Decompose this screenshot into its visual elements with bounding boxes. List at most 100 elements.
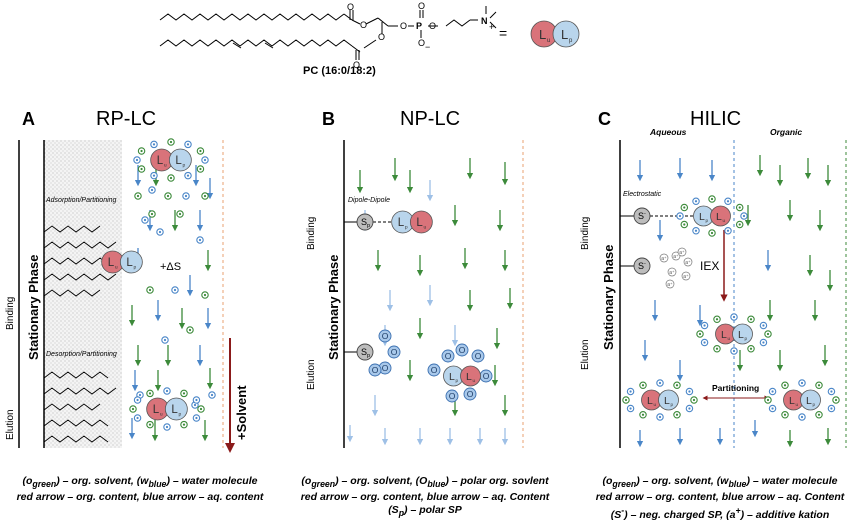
stationary-phase-region bbox=[44, 140, 122, 448]
water-molecule bbox=[692, 197, 700, 206]
svg-text:a⁺: a⁺ bbox=[667, 282, 673, 288]
aqueous-label: Aqueous bbox=[649, 127, 687, 137]
solvent-label: +Solvent bbox=[234, 385, 249, 440]
water-molecule bbox=[192, 396, 201, 404]
svg-text:L: L bbox=[466, 371, 472, 383]
water-molecule bbox=[163, 387, 171, 395]
water-molecule bbox=[192, 414, 201, 422]
polar-org-solvent-molecule: O bbox=[455, 343, 469, 357]
caption-a-line-2: red arrow – org. content, blue arrow – a… bbox=[16, 491, 264, 504]
svg-text:N: N bbox=[481, 16, 488, 26]
dipole-dipole-label: Dipole-Dipole bbox=[348, 197, 390, 204]
org-solvent-molecule bbox=[708, 229, 716, 237]
polar-org-solvent-molecule: O bbox=[441, 349, 455, 363]
svg-text:L: L bbox=[171, 404, 178, 416]
water-molecule bbox=[184, 171, 192, 180]
org-solvent-molecule bbox=[673, 381, 681, 390]
stationary-phase-label-c: Stationary Phase bbox=[601, 245, 616, 351]
water-molecule bbox=[133, 396, 142, 404]
water-molecule bbox=[141, 216, 149, 224]
panel-letter-a: A bbox=[22, 109, 35, 129]
svg-text:L: L bbox=[416, 217, 423, 229]
svg-text:L: L bbox=[175, 155, 182, 167]
equals-sign: = bbox=[499, 25, 507, 41]
svg-text:O: O bbox=[449, 391, 456, 401]
svg-text:p: p bbox=[179, 413, 182, 418]
svg-text:L: L bbox=[153, 404, 160, 416]
additive-kation: a⁺ bbox=[683, 257, 693, 267]
palmitoyl-chain bbox=[159, 13, 345, 21]
svg-text:L: L bbox=[664, 395, 670, 407]
svg-text:p: p bbox=[745, 336, 748, 341]
svg-text:-: - bbox=[644, 261, 646, 267]
svg-text:O: O bbox=[360, 20, 367, 30]
org-solvent-molecule bbox=[148, 210, 156, 218]
svg-text:u: u bbox=[164, 164, 167, 169]
panel-letter-c: C bbox=[598, 109, 611, 129]
water-molecule bbox=[730, 313, 738, 321]
water-molecule bbox=[184, 140, 192, 149]
water-molecule bbox=[759, 321, 768, 330]
polar-org-solvent-molecule: O bbox=[471, 349, 485, 363]
org-solvent-molecule bbox=[180, 389, 188, 398]
org-solvent-molecule bbox=[713, 315, 721, 324]
svg-text:p: p bbox=[134, 266, 137, 271]
org-solvent-molecule bbox=[201, 291, 209, 299]
polar-org-solvent-molecule: O bbox=[427, 363, 441, 377]
caption-b-line-2: red arrow – org. content, blue arrow – a… bbox=[300, 491, 550, 504]
polar-org-solvent-molecule: O bbox=[378, 329, 392, 343]
mobile-phase-arrows bbox=[128, 155, 834, 448]
svg-text:O: O bbox=[382, 363, 389, 373]
water-molecule bbox=[798, 379, 806, 387]
water-molecule bbox=[768, 387, 777, 396]
svg-text:p: p bbox=[456, 378, 459, 383]
org-solvent-molecule bbox=[176, 210, 184, 218]
svg-text:L: L bbox=[539, 27, 546, 42]
caption-c-line-3: (S-) – neg. charged SP, (a+) – additive … bbox=[610, 505, 830, 521]
svg-text:p: p bbox=[405, 226, 408, 231]
partitioning-label: Partitioning bbox=[712, 383, 759, 393]
elution-label-c: Elution bbox=[580, 339, 591, 370]
svg-text:O: O bbox=[429, 21, 436, 31]
desorption-label: Desorption/Partitioning bbox=[46, 351, 117, 358]
water-molecule bbox=[656, 379, 664, 387]
panel-title-hilic: HILIC bbox=[690, 108, 741, 130]
svg-text:u: u bbox=[115, 266, 118, 271]
adsorption-label: Adsorption/Partitioning bbox=[45, 197, 117, 204]
svg-text:O: O bbox=[353, 60, 360, 70]
svg-text:u: u bbox=[654, 402, 657, 407]
svg-text:a⁺: a⁺ bbox=[683, 274, 689, 280]
svg-text:L: L bbox=[108, 257, 115, 269]
polar-org-solvent-molecule: O bbox=[368, 363, 382, 377]
water-molecule bbox=[798, 413, 806, 421]
water-molecule bbox=[724, 197, 732, 206]
water-molecule bbox=[133, 156, 141, 164]
svg-text:L: L bbox=[126, 257, 133, 269]
svg-text:L: L bbox=[789, 395, 795, 407]
additive-kation: a⁺ bbox=[677, 247, 687, 257]
svg-text:-: - bbox=[644, 211, 646, 217]
water-molecule bbox=[182, 192, 190, 200]
org-solvent-molecule bbox=[815, 410, 823, 419]
svg-text:u: u bbox=[547, 38, 550, 44]
svg-text:O: O bbox=[378, 32, 385, 42]
org-solvent-molecule bbox=[747, 344, 755, 353]
org-solvent-molecule bbox=[622, 396, 630, 404]
c18-chains-binding bbox=[43, 225, 117, 297]
water-molecule bbox=[133, 414, 142, 422]
org-solvent-molecule bbox=[129, 405, 137, 413]
org-solvent-molecule bbox=[196, 147, 205, 155]
svg-text:P: P bbox=[416, 21, 422, 31]
svg-text:p: p bbox=[367, 223, 370, 229]
org-solvent-molecule bbox=[680, 203, 689, 212]
binding-label-a: Binding bbox=[5, 297, 16, 330]
svg-text:p: p bbox=[569, 38, 573, 44]
svg-text:a⁺: a⁺ bbox=[679, 250, 685, 256]
